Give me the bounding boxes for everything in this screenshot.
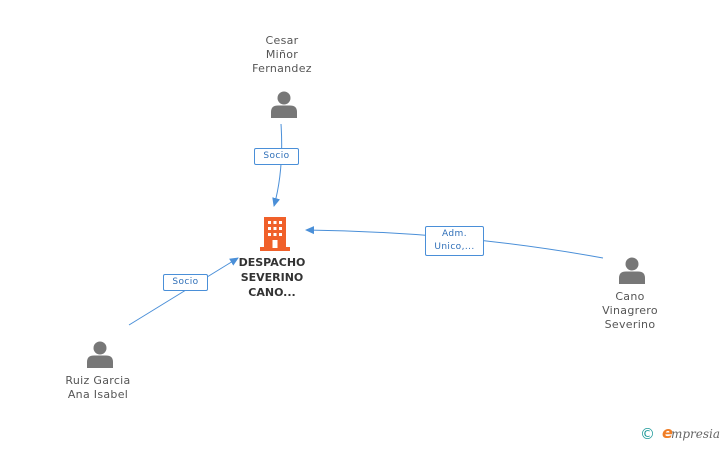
edge-ruiz-to-company bbox=[128, 257, 239, 326]
node-label-line: Ruiz Garcia bbox=[65, 374, 131, 387]
edge-label-text: Socio bbox=[172, 277, 199, 287]
person-icon[interactable] bbox=[618, 256, 646, 284]
person-icon[interactable] bbox=[86, 340, 114, 368]
edge-label-adm-unico: Adm. Unico,... bbox=[425, 226, 484, 256]
node-label-line: Cesar bbox=[265, 34, 299, 47]
node-label-cesar[interactable]: Cesar Miñor Fernandez bbox=[232, 34, 332, 76]
node-label-line: Vinagrero bbox=[602, 304, 658, 317]
edge-label-text: Socio bbox=[263, 151, 290, 161]
person-icon[interactable] bbox=[270, 90, 298, 118]
node-label-line: Ana Isabel bbox=[67, 388, 129, 401]
edge-label-text: Adm. bbox=[442, 229, 467, 239]
node-label-company[interactable]: DESPACHO SEVERINO CANO... bbox=[222, 255, 322, 300]
copyright-icon: © bbox=[640, 425, 655, 443]
edge-label-text: Unico,... bbox=[434, 242, 475, 252]
brand-name: mpresia bbox=[671, 427, 721, 441]
node-label-line: SEVERINO bbox=[240, 271, 304, 284]
edge-label-socio: Socio bbox=[254, 148, 299, 165]
node-label-line: CANO... bbox=[248, 286, 296, 299]
node-label-cano[interactable]: Cano Vinagrero Severino bbox=[580, 290, 680, 332]
brand-initial: e bbox=[662, 423, 673, 442]
node-label-line: Miñor bbox=[265, 48, 299, 61]
edge-label-socio: Socio bbox=[163, 274, 208, 291]
node-label-ruiz[interactable]: Ruiz Garcia Ana Isabel bbox=[48, 374, 148, 402]
node-label-line: Cano bbox=[615, 290, 645, 303]
empresia-logo: © e mpresia bbox=[638, 423, 728, 446]
node-label-line: Severino bbox=[604, 318, 656, 331]
building-icon[interactable] bbox=[259, 216, 291, 252]
edge-cesar-to-company bbox=[272, 123, 283, 207]
node-label-line: DESPACHO bbox=[238, 256, 306, 269]
node-label-line: Fernandez bbox=[252, 62, 312, 75]
